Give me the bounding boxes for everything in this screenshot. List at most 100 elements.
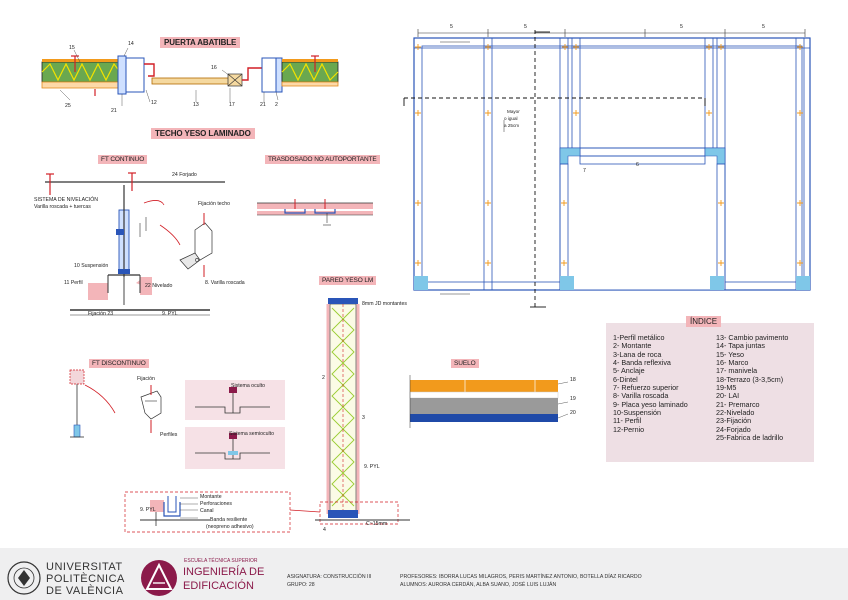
suelo-label-20: 20 — [570, 410, 576, 416]
index-item: 7- Refuerzo superior — [613, 383, 679, 393]
plan-dim-2: 5 — [524, 24, 527, 30]
index-item: 14- Tapa juntas — [716, 341, 766, 351]
door-label-25: 25 — [65, 103, 71, 109]
footer-profesores: PROFESORES: IBORRA LUCAS MILAGROS, PERIS… — [400, 574, 642, 580]
suelo-drawing — [409, 375, 569, 428]
pared-label-pyl: 9. PYL — [364, 464, 380, 470]
school-name-1: INGENIERÍA DE — [183, 566, 265, 578]
school-name-2: EDIFICACIÓN — [183, 580, 254, 592]
disc-label-oculto: Sistema oculto — [231, 383, 266, 389]
index-item: 4- Banda reflexiva — [613, 358, 671, 368]
pared-label-3: 3 — [362, 415, 365, 421]
footer-bar — [0, 548, 848, 600]
ceiling-label-sistema: SISTEMA DE NIVELACIÓN — [34, 197, 98, 203]
index-item: 5- Anclaje — [613, 366, 645, 376]
upv-logo — [7, 561, 41, 595]
tag-ft-continuo: FT CONTINUO — [98, 155, 148, 164]
pared-label-c15: C~15mm — [366, 521, 388, 527]
tag-puerta-abatible: PUERTA ABATIBLE — [160, 37, 241, 48]
door-label-2: 2 — [275, 102, 278, 108]
index-item: 20- LAI — [716, 391, 740, 401]
index-title: ÍNDICE — [686, 316, 722, 327]
tag-suelo: SUELO — [451, 359, 479, 368]
pared-label-jd: 8mm JD montantes — [362, 301, 407, 307]
index-column-2: 13- Cambio pavimento 14- Tapa juntas 15-… — [716, 333, 789, 443]
pared-label-perforaciones: Perforaciones — [200, 501, 233, 507]
upv-name-1: UNIVERSITAT — [46, 561, 123, 573]
tag-pared-yeso: PARED YESO LM — [319, 276, 377, 285]
plan-dim-1: 5 — [450, 24, 453, 30]
index-item: 13- Cambio pavimento — [716, 333, 789, 342]
footer-asignatura: ASIGNATURA: CONSTRUCCIÓN III — [287, 574, 372, 580]
pared-label-2: 2 — [322, 375, 325, 381]
index-item: 19-M5 — [716, 383, 737, 393]
pared-label-montante: Montante — [200, 494, 222, 500]
footer-alumnos: ALUMNOS: AURORA CERDÁN, ALBA SUANO, JOSÉ… — [400, 582, 557, 588]
door-label-14: 14 — [128, 41, 134, 47]
disc-label-perfiles: Perfiles — [160, 432, 178, 438]
ceiling-label-varilla-tuercas: Varilla roscada + tuercas — [34, 204, 91, 210]
pared-yeso-drawing — [124, 298, 410, 533]
trasdosado-drawing — [257, 199, 373, 226]
ceiling-label-varilla: 8. Varilla roscada — [205, 280, 245, 286]
index-item: 8- Varilla roscada — [613, 391, 669, 401]
upv-name-3: DE VALÈNCIA — [46, 585, 124, 597]
ceiling-label-fijacion-techo: Fijación techo — [198, 201, 231, 207]
upv-name-2: POLITÈCNICA — [46, 573, 125, 585]
door-label-21b: 21 — [260, 102, 266, 108]
door-detail-drawing — [41, 47, 339, 106]
ft-discontinuo-drawing — [69, 369, 285, 469]
plan-mayor-2: o igual — [504, 116, 518, 121]
index-panel — [606, 323, 814, 462]
pared-label-canal: Canal — [200, 508, 214, 514]
plan-dim-4: 5 — [762, 24, 765, 30]
plan-label-6: 6 — [636, 162, 639, 168]
index-item: 2- Montante — [613, 341, 652, 351]
door-label-13: 13 — [193, 102, 199, 108]
school-logo — [141, 560, 177, 596]
footer-grupo: GRUPO: 28 — [287, 582, 315, 588]
door-label-16: 16 — [211, 65, 217, 71]
index-item: 6-Dintel — [613, 374, 638, 384]
suelo-label-19: 19 — [570, 396, 576, 402]
door-label-12: 12 — [151, 100, 157, 106]
plan-mayor-1: Mayor — [507, 109, 520, 114]
pared-label-pyl-detail: 9. PYL — [140, 507, 156, 513]
tag-trasdosado: TRASDOSADO NO AUTOPORTANTE — [265, 155, 380, 164]
index-item: 1-Perfil metálico — [613, 333, 665, 342]
index-item: 9- Placa yeso laminado — [613, 399, 688, 409]
suelo-label-18: 18 — [570, 377, 576, 383]
pared-label-neopreno: (neopreno adhesivo) — [206, 524, 254, 530]
index-item: 18-Terrazo (3-3,5cm) — [716, 374, 784, 384]
door-label-17: 17 — [229, 102, 235, 108]
index-item: 3-Lana de roca — [613, 349, 662, 359]
index-item: 25-Fabrica de ladrillo — [716, 433, 784, 443]
ceiling-label-suspension: 10 Suspensión — [74, 263, 109, 269]
school-small: ESCUELA TÉCNICA SUPERIOR — [184, 558, 258, 564]
plan-dim-3: 5 — [680, 24, 683, 30]
ceiling-label-nivelado: 22 Nivelado — [145, 283, 173, 289]
tag-ft-discontinuo: FT DISCONTINUO — [89, 359, 149, 368]
door-label-15: 15 — [69, 45, 75, 51]
pared-label-4: 4 — [323, 527, 326, 533]
tag-techo-yeso: TECHO YESO LAMINADO — [151, 128, 255, 139]
index-item: 12-Pernio — [613, 424, 645, 434]
index-item: 16- Marco — [716, 358, 749, 368]
door-label-21a: 21 — [111, 108, 117, 114]
plan-mayor-3: a 25cm — [504, 123, 520, 128]
index-item: 17- manivela — [716, 366, 758, 376]
pared-label-banda: Banda resiliente — [210, 517, 248, 523]
ceiling-label-forjado: 24 Forjado — [172, 172, 197, 178]
index-column-1: 1-Perfil metálico 2- Montante 3-Lana de … — [613, 333, 688, 434]
index-item: 24-Forjado — [716, 424, 751, 434]
floor-plan-drawing — [403, 29, 811, 310]
ceiling-label-fijacion: Fijación 23 — [88, 311, 114, 317]
index-item: 15- Yeso — [716, 349, 744, 359]
disc-label-semioculto: Sistema semioculto — [229, 431, 274, 437]
index-item: 22-Nivelado — [716, 408, 755, 418]
ceiling-label-pyl: 9. PYL — [162, 311, 178, 317]
index-item: 21- Premarco — [716, 399, 760, 409]
ceiling-label-perfil: 11 Perfil — [64, 280, 83, 286]
index-item: 23-Fijación — [716, 416, 752, 426]
ft-continuo-drawing — [45, 172, 225, 316]
